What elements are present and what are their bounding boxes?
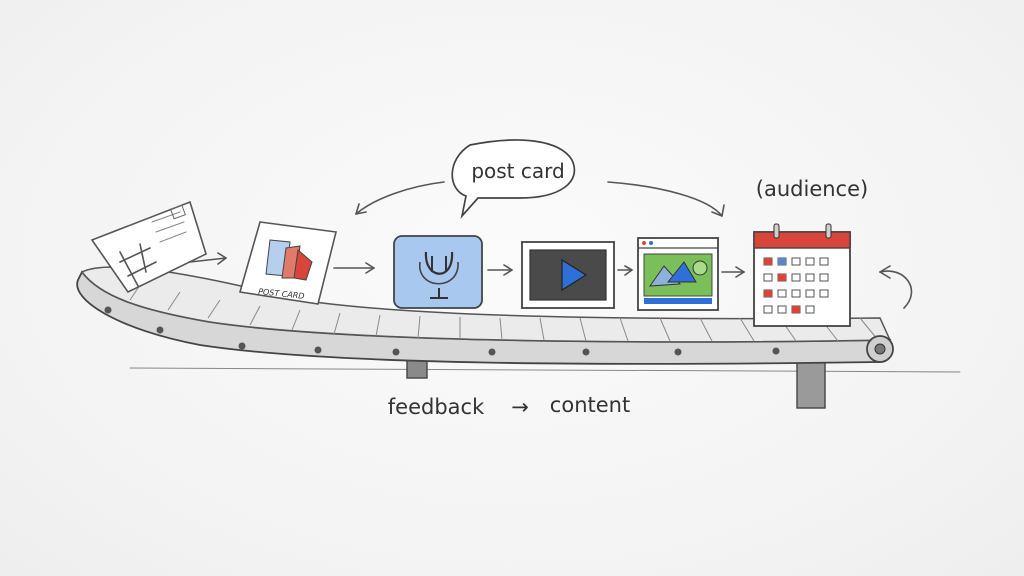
video-play-icon <box>521 241 633 309</box>
web-page-image-icon <box>637 237 745 311</box>
conveyor-belt <box>76 266 961 409</box>
postcard-icon <box>90 200 227 294</box>
speech-bubble: post card <box>451 139 576 219</box>
flow-arrow: → <box>511 395 529 419</box>
floor-line <box>129 367 961 373</box>
audience-label: (audience) <box>756 177 868 201</box>
flow-caption: feedback → content <box>388 393 630 419</box>
feedback-label: feedback <box>388 395 485 419</box>
curved-arrows <box>355 181 725 217</box>
postcard-graphic-icon: POST CARD <box>238 221 375 305</box>
belt-leg-right <box>796 355 826 409</box>
curved-arrow-left <box>355 181 445 215</box>
curved-arrow-right <box>607 181 723 217</box>
loop-arrow <box>879 265 913 309</box>
calendar-icon <box>753 223 851 327</box>
bubble-label: post card <box>471 159 564 183</box>
content-label: content <box>550 393 630 417</box>
microphone-podcast-icon <box>393 235 513 309</box>
